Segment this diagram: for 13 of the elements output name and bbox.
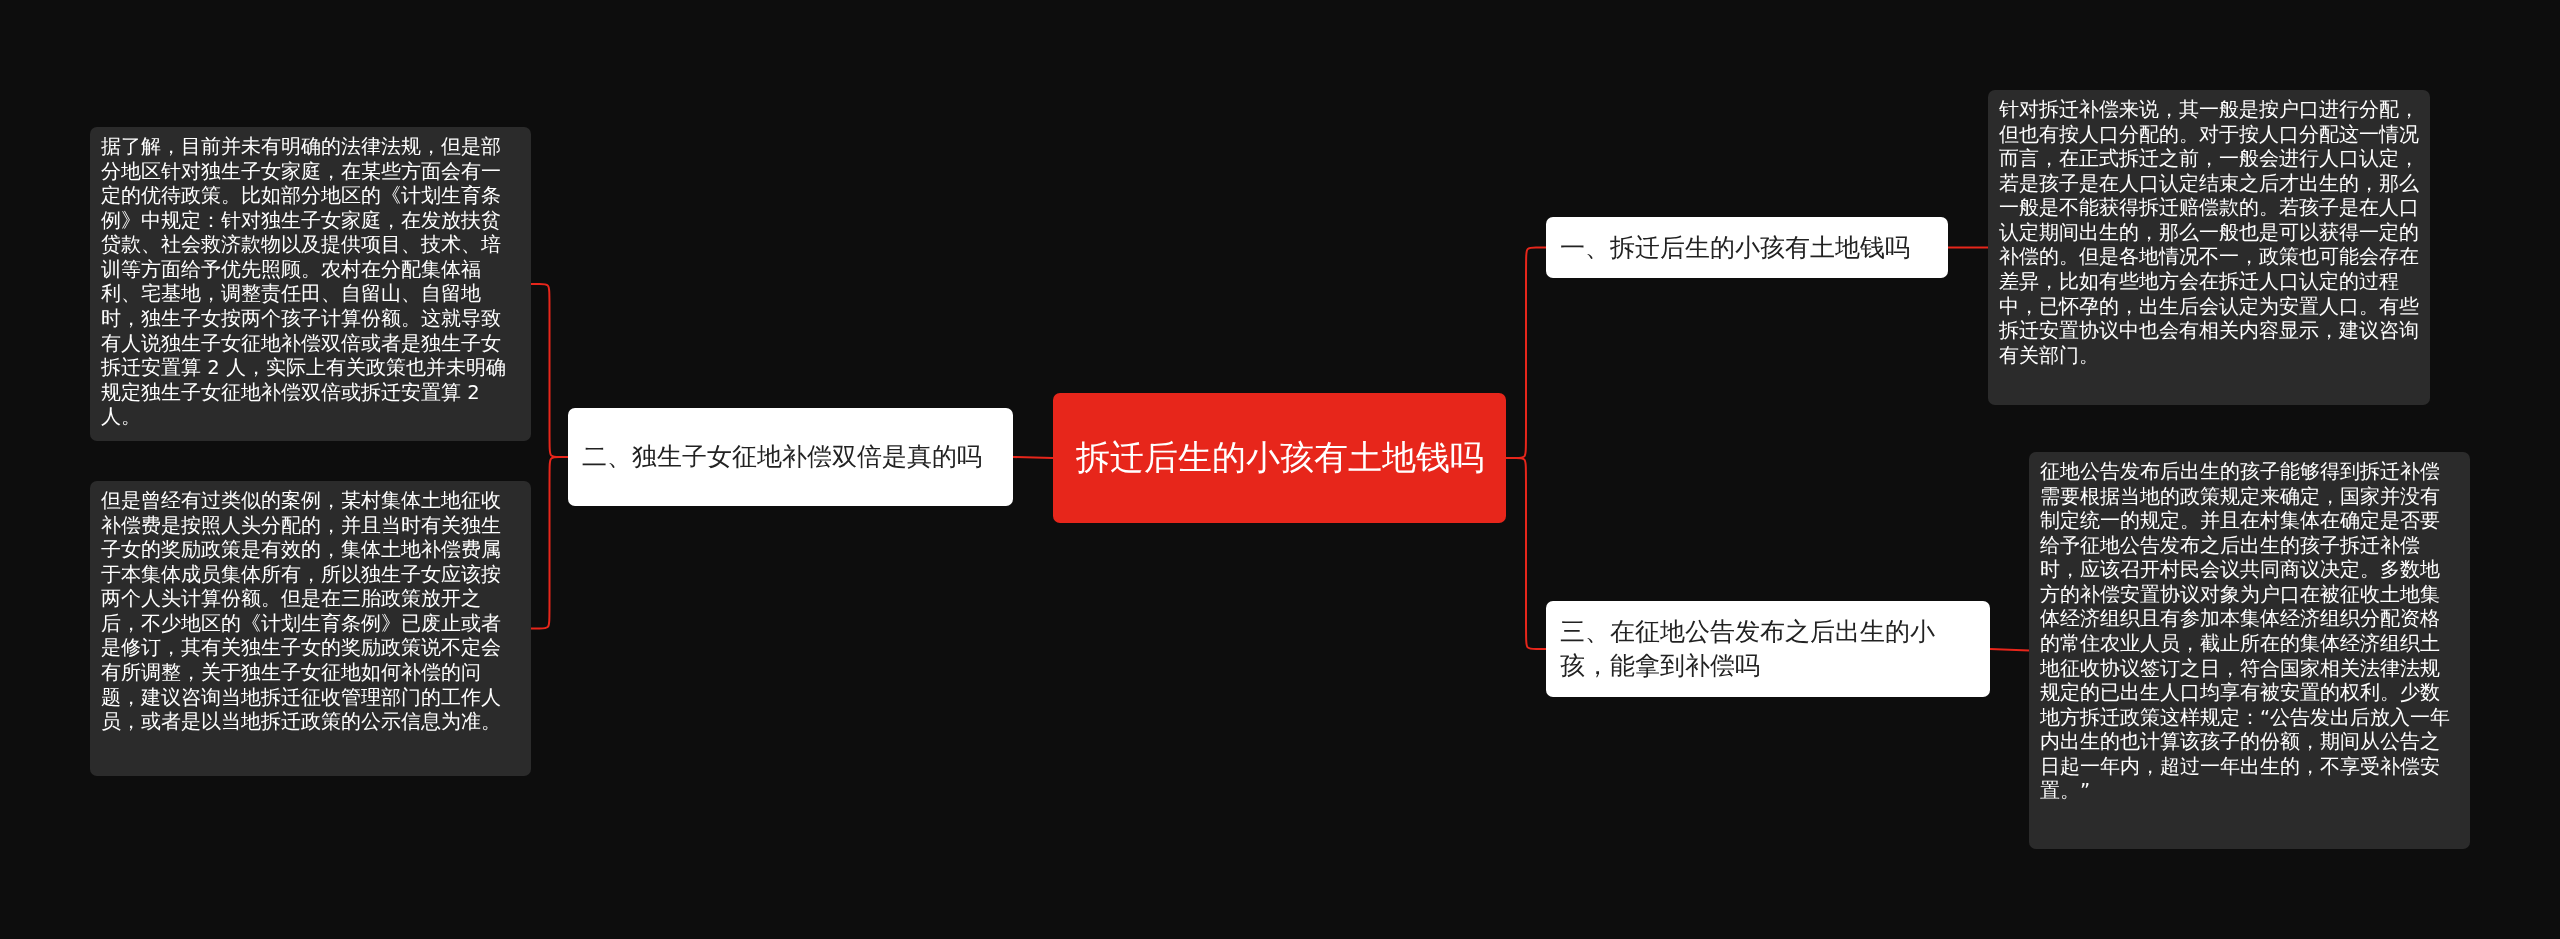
central-topic: 拆迁后生的小孩有土地钱吗 (1053, 393, 1506, 523)
connector-line (530, 456, 569, 630)
note-card: 针对拆迁补偿来说，其一般是按户口进行分配，但也有按人口分配的。对于按人口分配这一情况而言，在正式拆迁之前，一般会进行人口认定，若是孩子是在人口认定结束之后才出生的，那么一般是不能获得拆迁赔偿款的。若孩子是在人口认定期间出生的，那么一般也是可以获得一定的补偿的。但是各地情况不一，政策也可能会存在差异，比如有些地方会在拆迁人口认定的过程中，已怀孕的，出生后会认定为安置人口。有些拆迁安置协议中也会有相关内容显示，建议咨询有关部门。 (1988, 90, 2430, 405)
connector-line (1012, 456, 1054, 459)
subtopic-box: 一、拆迁后生的小孩有土地钱吗 (1546, 217, 1948, 278)
note-card: 征地公告发布后出生的孩子能够得到拆迁补偿需要根据当地的政策规定来确定，国家并没有制定统一的规定。并且在村集体在确定是否要给予征地公告发布之后出生的孩子拆迁补偿时，应该召开村民会议共同商议决定。多数地方的补偿安置协议对象为户口在被征收土地集体经济组织且有参加本集体经济组织分配资格的常住农业人员，截止所在的集体经济组织土地征收协议签订之日，符合国家相关法律法规规定的已出生人口均享有被安置的权利。少数地方拆迁政策这样规定：“公告发出后放入一年内出生的也计算该孩子的份额，期间从公告之日起一年内，超过一年出生的，不享受补偿安置。” (2029, 452, 2470, 849)
connector-line (1505, 457, 1547, 650)
connector-line (1989, 648, 2030, 652)
subtopic-box: 三、在征地公告发布之后出生的小孩，能拿到补偿吗 (1546, 601, 1990, 697)
note-card: 据了解，目前并未有明确的法律法规，但是部分地区针对独生子女家庭，在某些方面会有一定的优待政策。比如部分地区的《计划生育条例》中规定：针对独生子女家庭，在发放扶贫贷款、社会救济款物以及提供项目、技术、培训等方面给予优先照顾。农村在分配集体福利、宅基地，调整责任田、自留山、自留地时，独生子女按两个孩子计算份额。这就导致有人说独生子女征地补偿双倍或者是独生子女拆迁安置算 2 人，实际上有关政策也并未明确规定独生子女征地补偿双倍或拆迁安置算 2 人。 (90, 127, 531, 441)
note-card: 但是曾经有过类似的案例，某村集体土地征收补偿费是按照人头分配的，并且当时有关独生子女的奖励政策是有效的，集体土地补偿费属于本集体成员集体所有，所以独生子女应该按两个人头计算份额。但是在三胎政策放开之后，不少地区的《计划生育条例》已废止或者是修订，其有关独生子女的奖励政策说不定会有所调整，关于独生子女征地如何补偿的问题，建议咨询当地拆迁征收管理部门的工作人员，或者是以当地拆迁政策的公示信息为准。 (90, 481, 531, 776)
connector-line (1947, 246, 1989, 249)
subtopic-box: 二、独生子女征地补偿双倍是真的吗 (568, 408, 1013, 506)
